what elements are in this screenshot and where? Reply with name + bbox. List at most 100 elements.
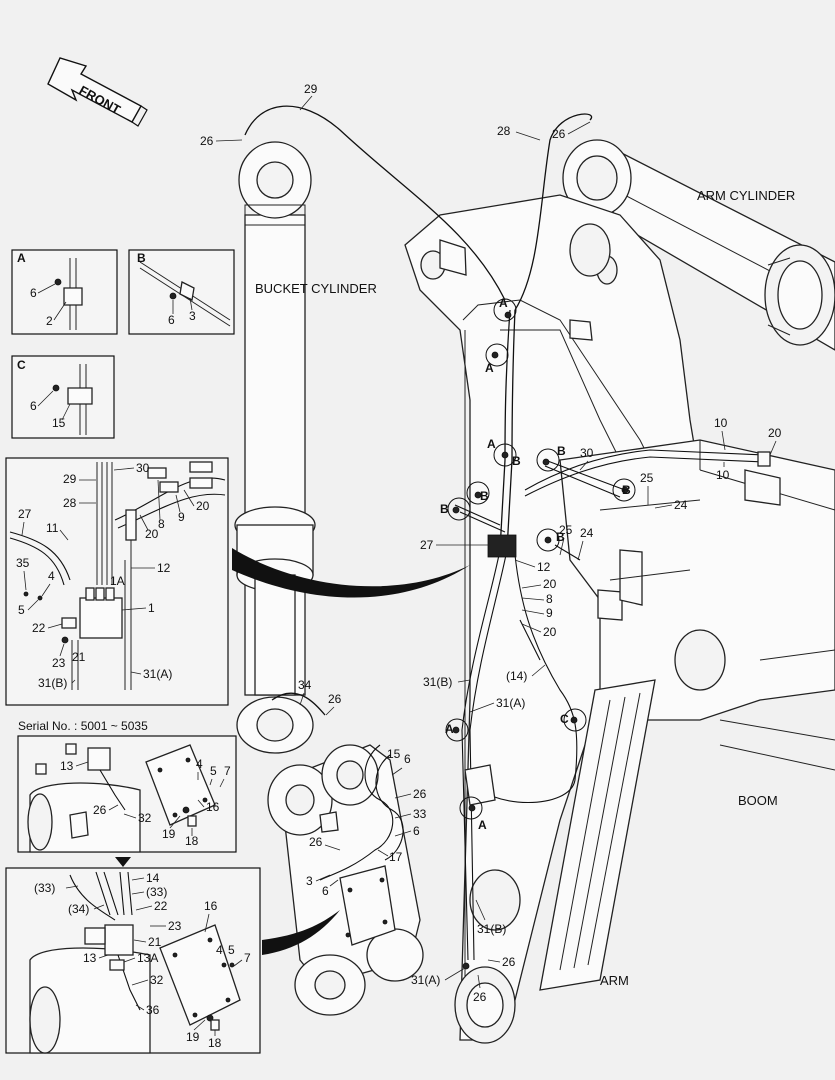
callout: 5 [210, 764, 217, 778]
callout: 16 [204, 899, 218, 913]
callout: 31(A) [496, 696, 525, 710]
callout: 25 [559, 523, 573, 537]
callout: 3 [306, 874, 313, 888]
arm-lower-frame [454, 679, 656, 1044]
callout: 31(B) [423, 675, 452, 689]
callout: 19 [162, 827, 176, 841]
boom [559, 439, 835, 771]
view-marker: A [487, 437, 496, 451]
arm-cylinder [562, 139, 835, 351]
arrow-down-icon [115, 857, 131, 867]
callout: 27 [18, 507, 32, 521]
callout: 13A [137, 951, 158, 965]
callout: 1 [148, 601, 155, 615]
callout: 23 [168, 919, 182, 933]
bucket-cylinder-label: BUCKET CYLINDER [255, 281, 377, 296]
callout: 34 [298, 678, 312, 692]
callout: 29 [63, 472, 77, 486]
detail-title: A [17, 251, 26, 265]
callout: 4 [196, 757, 203, 771]
callout: 6 [30, 286, 37, 300]
callout: (33) [34, 881, 55, 895]
callout: 9 [546, 606, 553, 620]
callout: 21 [72, 650, 86, 664]
view-marker: B [480, 489, 489, 503]
detail-box-serial-upper: 13 4 5 7 16 26 32 19 18 [17, 735, 237, 853]
callout: 27 [420, 538, 434, 552]
callout: 21 [148, 935, 162, 949]
detail-box-serial-lower: (33) 14 (33) (34) 22 23 16 21 4 5 7 13 1… [5, 867, 261, 1054]
callout: 26 [200, 134, 214, 148]
callout: 12 [157, 561, 171, 575]
callout: 6 [404, 752, 411, 766]
callout: 6 [322, 884, 329, 898]
callout: 26 [93, 803, 107, 817]
callout: 18 [208, 1036, 222, 1050]
view-marker: B [622, 483, 631, 497]
detail-box-c: C 6 15 [11, 355, 115, 439]
callout: (33) [146, 885, 167, 899]
callout: 10 [714, 416, 728, 430]
callout: 30 [136, 461, 150, 475]
view-marker: A [485, 361, 494, 375]
detail-title: B [137, 251, 146, 265]
callout: 5 [228, 943, 235, 957]
callout: 8 [546, 592, 553, 606]
callout: 2 [46, 314, 53, 328]
callout: (34) [68, 902, 89, 916]
callout: 20 [768, 426, 782, 440]
callout: 17 [389, 850, 403, 864]
view-marker: C [560, 712, 569, 726]
callout: 26 [309, 835, 323, 849]
callout: 26 [552, 127, 566, 141]
callout: 31(B) [477, 922, 506, 936]
callout: 11 [46, 521, 59, 535]
front-arrow: FRONT [47, 57, 148, 127]
boom-label: BOOM [738, 793, 778, 808]
callout: 1A [110, 574, 125, 588]
detail-box-a: A 6 2 [11, 249, 118, 335]
arm-label: ARM [600, 973, 629, 988]
callout: 26 [413, 787, 427, 801]
callout: 35 [16, 556, 30, 570]
callout: 36 [146, 1003, 160, 1017]
callout: 31(A) [143, 667, 172, 681]
arm-cylinder-label: ARM CYLINDER [697, 188, 795, 203]
detail-title: C [17, 358, 26, 372]
view-marker: B [512, 454, 521, 468]
serial-note: Serial No. : 5001 ~ 5035 [18, 719, 148, 733]
detail-box-b: B 6 3 [128, 249, 235, 335]
callout: 31(B) [38, 676, 67, 690]
callout: 19 [186, 1030, 200, 1044]
callout: 32 [138, 811, 152, 825]
view-marker: A [499, 296, 508, 310]
callout: 7 [244, 951, 251, 965]
arm-body [404, 194, 701, 1041]
callout: 4 [48, 569, 55, 583]
callout: 4 [216, 943, 223, 957]
callout: 26 [473, 990, 487, 1004]
bucket-cylinder [234, 141, 316, 754]
detail-box-valve: 29 30 28 27 11 20 9 8 20 12 35 4 1A 5 1 … [5, 457, 229, 706]
callout: 28 [63, 496, 77, 510]
hose-lines [244, 105, 766, 961]
callout: 29 [304, 82, 318, 96]
bucket-linkage [267, 744, 424, 1016]
view-marker: A [445, 722, 454, 736]
callout: 6 [168, 313, 175, 327]
callout: 23 [52, 656, 66, 670]
view-marker: B [557, 444, 566, 458]
callout: 30 [580, 446, 594, 460]
view-marker: B [556, 530, 565, 544]
callout: 13 [83, 951, 97, 965]
callout: 12 [537, 560, 551, 574]
main-callouts: 29 26 28 26 ARM CYLINDER BUCKET CYLINDER… [200, 82, 795, 1004]
callout: 16 [206, 800, 220, 814]
callout: 20 [196, 499, 210, 513]
callout: 22 [32, 621, 46, 635]
callout: 13 [60, 759, 74, 773]
callout: (14) [506, 669, 527, 683]
callout: 15 [52, 416, 66, 430]
callout: 8 [158, 517, 165, 531]
